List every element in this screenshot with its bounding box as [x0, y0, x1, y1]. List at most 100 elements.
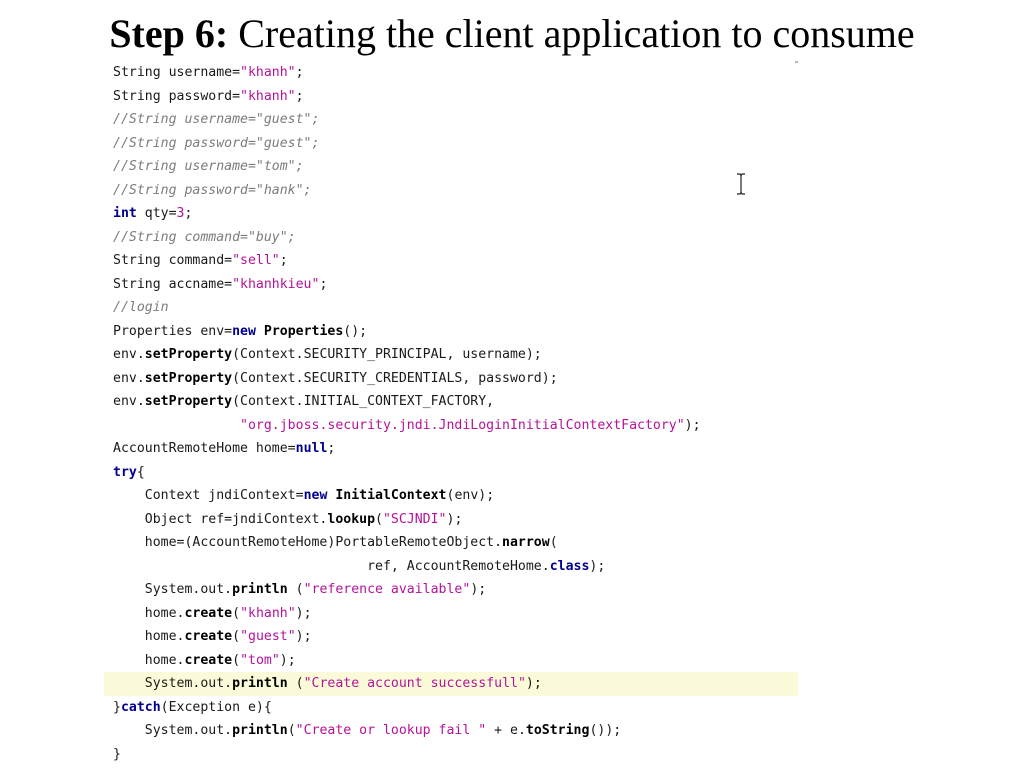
- code-method: lookup: [327, 511, 376, 527]
- code-method: InitialContext: [335, 488, 447, 503]
- code-string: "Create account successfull": [303, 676, 526, 691]
- code-line[interactable]: String password="khanh";: [104, 85, 798, 109]
- code-text: AccountRemoteHome home=: [113, 441, 296, 456]
- code-line[interactable]: try{: [104, 461, 798, 485]
- code-keyword: class: [549, 558, 590, 574]
- code-comment: //String username="guest";: [113, 112, 320, 127]
- code-editor[interactable]: String username="khanh";String password=…: [104, 61, 798, 766]
- code-line[interactable]: home.create("tom");: [104, 649, 798, 673]
- code-line[interactable]: env.setProperty(Context.SECURITY_CREDENT…: [104, 367, 798, 391]
- code-method: Properties: [263, 323, 344, 339]
- code-text: ;: [327, 441, 336, 456]
- code-line-highlighted[interactable]: System.out.println ("Create account succ…: [104, 672, 798, 696]
- code-text: Object ref=jndiContext.: [144, 511, 328, 527]
- code-line[interactable]: //String username="tom";: [104, 155, 798, 179]
- code-string: "khanh": [240, 605, 296, 621]
- code-text: );: [279, 652, 296, 668]
- code-text: (: [232, 605, 241, 621]
- code-line[interactable]: }catch(Exception e){: [104, 696, 798, 720]
- code-text: }: [113, 699, 121, 715]
- code-text: (: [232, 629, 241, 644]
- code-line[interactable]: String command="sell";: [104, 249, 798, 273]
- code-string: "khanh": [240, 65, 296, 80]
- code-string: "khanhkieu": [232, 276, 320, 292]
- code-line[interactable]: Object ref=jndiContext.lookup("SCJNDI");: [104, 508, 798, 532]
- code-text: Context jndiContext=: [144, 488, 304, 503]
- code-line[interactable]: env.setProperty(Context.INITIAL_CONTEXT_…: [104, 390, 798, 414]
- code-line[interactable]: }: [104, 743, 798, 767]
- code-method: toString: [525, 723, 590, 738]
- code-line[interactable]: home=(AccountRemoteHome)PortableRemoteOb…: [104, 531, 798, 555]
- code-indent: [113, 653, 145, 668]
- code-text: ;: [319, 276, 328, 292]
- code-text: (: [375, 511, 383, 527]
- code-string: "khanh": [240, 88, 296, 104]
- code-number: 3: [176, 206, 185, 221]
- code-line[interactable]: //String command="buy";: [104, 226, 798, 250]
- code-comment: //String command="buy";: [113, 229, 296, 245]
- code-string: "guest": [240, 629, 296, 644]
- code-text: Properties env=: [113, 323, 233, 339]
- code-line[interactable]: int qty=3;: [104, 202, 798, 226]
- text-cursor-icon: [737, 173, 745, 195]
- code-indent: [113, 676, 145, 691]
- code-indent: [113, 582, 145, 597]
- code-text: );: [684, 417, 701, 433]
- code-text: System.out.: [144, 723, 233, 738]
- code-text: home.: [144, 629, 185, 644]
- code-text: qty=: [136, 206, 177, 221]
- code-comment: //String username="tom";: [113, 159, 304, 174]
- code-text: home=(AccountRemoteHome)PortableRemoteOb…: [144, 535, 503, 550]
- code-line[interactable]: //String username="guest";: [104, 108, 798, 132]
- code-line[interactable]: String accname="khanhkieu";: [104, 273, 798, 297]
- code-line[interactable]: String username="khanh";: [104, 61, 798, 85]
- code-string: "Create or lookup fail ": [295, 723, 487, 738]
- code-text: String command=: [113, 253, 233, 268]
- code-text: home.: [144, 652, 185, 668]
- code-text: String password=: [113, 88, 241, 104]
- code-text: System.out.: [144, 582, 233, 597]
- code-line[interactable]: ref, AccountRemoteHome.class);: [104, 555, 798, 579]
- code-method: create: [184, 652, 233, 668]
- code-line[interactable]: //String password="guest";: [104, 132, 798, 156]
- code-text: + e.: [486, 723, 526, 738]
- code-text: ());: [589, 723, 622, 738]
- code-line[interactable]: System.out.println ("reference available…: [104, 578, 798, 602]
- code-line[interactable]: //login: [104, 296, 798, 320]
- code-text: String accname=: [113, 276, 233, 292]
- code-text: env.: [113, 370, 145, 386]
- code-indent: [113, 723, 145, 738]
- code-text: ();: [343, 323, 368, 339]
- code-line[interactable]: Properties env=new Properties();: [104, 320, 798, 344]
- code-line[interactable]: AccountRemoteHome home=null;: [104, 437, 798, 461]
- slide-title-step: Step 6:: [109, 11, 229, 56]
- code-method: create: [184, 629, 233, 644]
- code-indent: [113, 629, 145, 644]
- code-text: {: [136, 464, 145, 480]
- code-line[interactable]: env.setProperty(Context.SECURITY_PRINCIP…: [104, 343, 798, 367]
- code-indent: [113, 559, 367, 574]
- code-text: ;: [295, 88, 304, 104]
- code-text: String username=: [113, 65, 241, 80]
- code-keyword: try: [113, 464, 137, 480]
- code-keyword: catch: [120, 699, 161, 715]
- code-text: home.: [144, 605, 185, 621]
- code-indent: [113, 535, 145, 550]
- code-line[interactable]: //String password="hank";: [104, 179, 798, 203]
- code-line[interactable]: home.create("khanh");: [104, 602, 798, 626]
- code-indent: [113, 488, 145, 503]
- code-keyword: new: [232, 323, 256, 339]
- code-text: );: [295, 629, 312, 644]
- code-string: "org.jboss.security.jndi.JndiLoginInitia…: [240, 417, 685, 433]
- code-keyword: int: [113, 206, 137, 221]
- code-text: );: [589, 558, 606, 574]
- code-method: narrow: [502, 535, 550, 550]
- code-line[interactable]: home.create("guest");: [104, 625, 798, 649]
- code-indent: [113, 606, 145, 621]
- code-text: env.: [113, 347, 145, 362]
- code-line[interactable]: Context jndiContext=new InitialContext(e…: [104, 484, 798, 508]
- code-line[interactable]: "org.jboss.security.jndi.JndiLoginInitia…: [104, 414, 798, 438]
- code-string: "tom": [240, 652, 280, 668]
- code-text: );: [446, 511, 463, 527]
- code-line[interactable]: System.out.println("Create or lookup fai…: [104, 719, 798, 743]
